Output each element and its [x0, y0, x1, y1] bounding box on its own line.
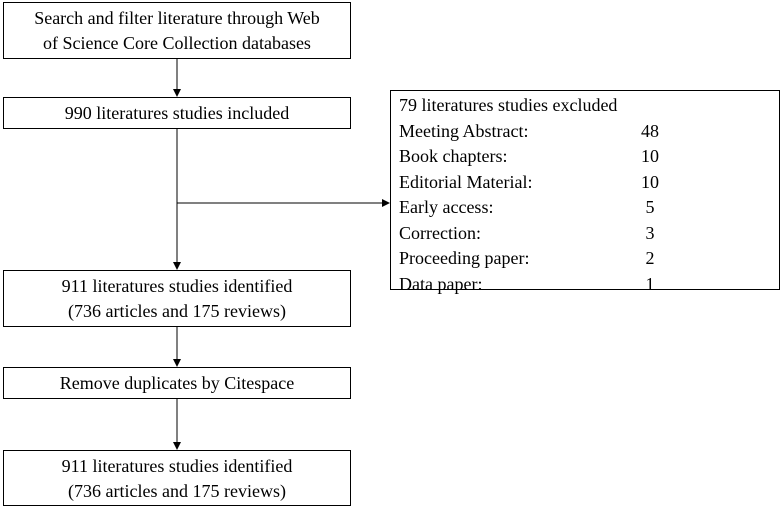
excluded-item-count: 2 [645, 248, 655, 268]
excluded-item-count: 10 [641, 146, 659, 166]
included-box: 990 literatures studies included [3, 97, 351, 129]
excluded-item-label: Editorial Material: [399, 171, 533, 192]
excluded-item-count: 1 [645, 273, 655, 294]
excluded-item: Meeting Abstract: 48 [399, 119, 779, 145]
excluded-item-label: Book chapters: [399, 146, 508, 166]
included-text: 990 literatures studies included [64, 103, 290, 123]
excluded-item-label: Early access: [399, 197, 494, 217]
excluded-item: Correction: 3 [399, 221, 779, 247]
final-identified-line-1: 911 literatures studies identified [61, 456, 293, 476]
final-identified-box: 911 literatures studies identified (736 … [3, 450, 351, 506]
search-filter-line-2: of Science Core Collection databases [43, 33, 311, 53]
search-filter-line-1: Search and filter literature through Web [34, 8, 320, 28]
excluded-item: Book chapters: 10 [399, 144, 779, 170]
excluded-item-count: 48 [641, 120, 659, 141]
identified-box: 911 literatures studies identified (736 … [3, 270, 351, 327]
excluded-item: Proceeding paper: 2 [399, 246, 779, 272]
excluded-box: 79 literatures studies excluded Meeting … [390, 90, 780, 294]
excluded-item-label: Proceeding paper: [399, 248, 530, 268]
identified-line-2: (736 articles and 175 reviews) [68, 301, 286, 321]
search-filter-box: Search and filter literature through Web… [3, 2, 351, 59]
excluded-item-label: Correction: [399, 222, 481, 243]
excluded-item-label: Data paper: [399, 273, 483, 294]
excluded-item: Early access: 5 [399, 195, 779, 221]
excluded-title: 79 literatures studies excluded [399, 95, 618, 115]
excluded-item-label: Meeting Abstract: [399, 120, 529, 141]
remove-duplicates-text: Remove duplicates by Citespace [59, 373, 295, 393]
excluded-item-count: 3 [645, 222, 655, 243]
excluded-item-count: 5 [645, 197, 655, 217]
excluded-item-count: 10 [641, 171, 659, 192]
identified-line-1: 911 literatures studies identified [61, 276, 293, 296]
final-identified-line-2: (736 articles and 175 reviews) [68, 481, 286, 501]
remove-duplicates-box: Remove duplicates by Citespace [3, 367, 351, 399]
excluded-item: Data paper: 1 [399, 272, 779, 298]
excluded-item: Editorial Material: 10 [399, 170, 779, 196]
